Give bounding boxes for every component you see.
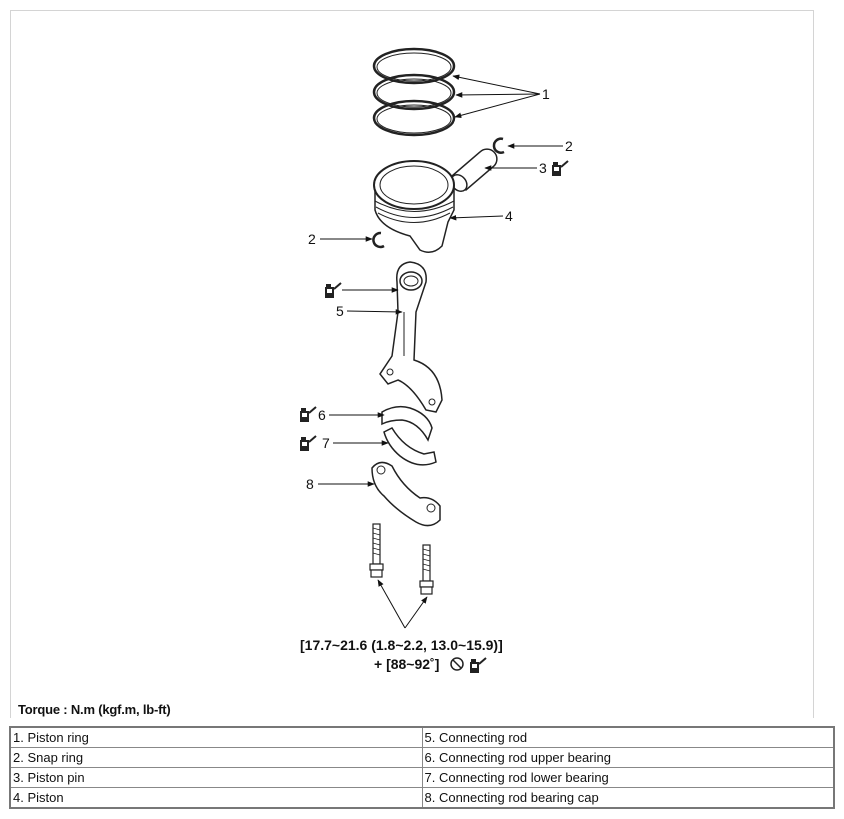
parts-legend-table: 1. Piston ring 5. Connecting rod 2. Snap… [9,726,835,809]
callout-1-leaders [452,74,541,119]
oil-can-icon [324,282,342,299]
callout-5: 5 [336,303,344,319]
legend-item-1: 1. Piston ring [9,726,423,748]
legend-item-2: 2. Snap ring [9,747,423,768]
piston-rings [372,47,456,137]
piston [373,160,455,253]
legend-item-4: 4. Piston [9,787,423,809]
connecting-rod-upper-bearing [381,405,433,442]
snap-ring-upper [492,137,505,154]
oil-can-icon [299,406,317,423]
connecting-rod-bolt-right [419,544,434,595]
no-reuse-icon [450,657,464,671]
connecting-rod [379,261,443,413]
connecting-rod-bolt-left [369,523,384,578]
legend-item-5: 5. Connecting rod [421,726,835,748]
callout-3: 3 [539,160,547,176]
callout-7: 7 [322,435,330,451]
piston-assembly-diagram: 1 2 3 4 2 5 6 7 [299,47,573,674]
legend-item-7: 7. Connecting rod lower bearing [421,767,835,788]
torque-units-note: Torque : N.m (kgf.m, lb-ft) [18,702,171,717]
callout-2-lower: 2 [308,231,316,247]
table-row: 2. Snap ring 6. Connecting rod upper bea… [9,747,835,768]
callout-4: 4 [505,208,513,224]
callout-6: 6 [318,407,326,423]
bolt-leaders [377,579,428,629]
connecting-rod-lower-bearing [383,427,437,466]
oil-can-icon [299,435,317,452]
callout-2-upper: 2 [565,138,573,154]
torque-spec-line1: [17.7~21.6 (1.8~2.2, 13.0~15.9)] [300,637,503,653]
connecting-rod-bearing-cap [371,461,441,527]
oil-can-icon [551,160,569,177]
diagram-frame [10,10,814,718]
snap-ring-lower [372,231,385,249]
table-row: 3. Piston pin 7. Connecting rod lower be… [9,767,835,788]
piston-pin [450,148,498,192]
legend-item-3: 3. Piston pin [9,767,423,788]
callout-8: 8 [306,476,314,492]
legend-item-8: 8. Connecting rod bearing cap [421,787,835,809]
torque-spec-line2: + [88~92˚] [374,656,439,672]
table-row: 1. Piston ring 5. Connecting rod [9,726,835,748]
callout-1: 1 [542,86,550,102]
oil-can-icon [469,657,487,674]
legend-item-6: 6. Connecting rod upper bearing [421,747,835,768]
table-row: 4. Piston 8. Connecting rod bearing cap [9,787,835,809]
